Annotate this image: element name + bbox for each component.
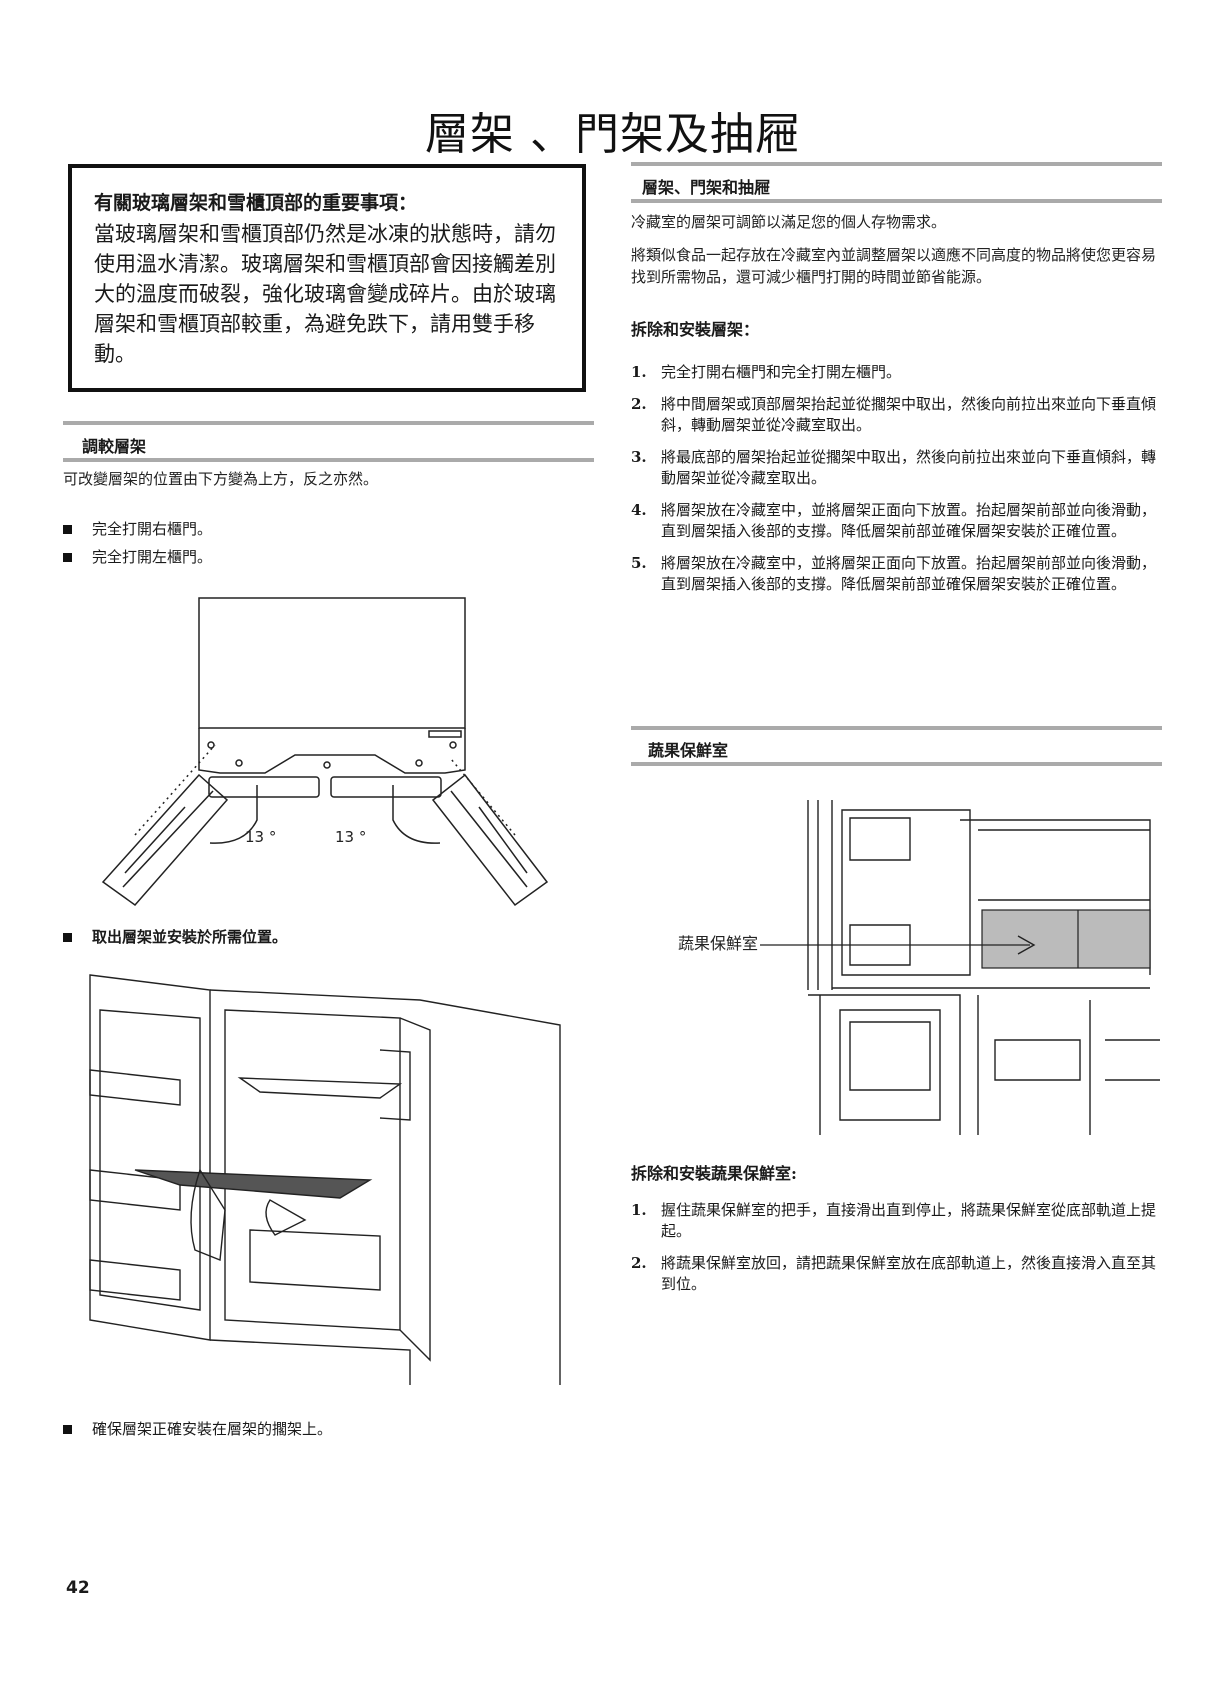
shelves-doors-drawers-heading: 層架、門架和抽屜 bbox=[642, 178, 771, 197]
section-rule bbox=[63, 458, 594, 462]
door-bullets: 完全打開右櫃門。 完全打開左櫃門。 bbox=[63, 518, 583, 568]
list-item: 1.完全打開右櫃門和完全打開左櫃門。 bbox=[631, 363, 902, 381]
shelves-para-1: 冷藏室的層架可調節以滿足您的個人存物需求。 bbox=[631, 213, 947, 231]
section-rule bbox=[631, 162, 1162, 166]
shelves-para-2: 將類似食品一起存放在冷藏室內並調整層架以適應不同高度的物品將使您更容易找到所需物… bbox=[631, 246, 1157, 286]
crisper-drawer-illustration bbox=[760, 800, 1160, 1135]
bullet-item: 完全打開右櫃門。 bbox=[63, 518, 583, 540]
notice-body: 當玻璃層架和雪櫃頂部仍然是冰凍的狀態時，請勿使用溫水清潔。玻璃層架和雪櫃頂部會因… bbox=[94, 222, 556, 366]
fridge-top-view-illustration: 13 ° 13 ° bbox=[101, 597, 549, 907]
bullet-item: 完全打開左櫃門。 bbox=[63, 546, 583, 568]
fridge-shelf-removal-illustration bbox=[89, 974, 561, 1385]
bullet-icon bbox=[63, 1425, 72, 1434]
list-item: 4.將層架放在冷藏室中，並將層架正面向下放置。抬起層架前部並向後滑動，直到層架插… bbox=[631, 501, 1157, 540]
shelf-steps-list: 1.完全打開右櫃門和完全打開左櫃門。 2.將中間層架或頂部層架抬起並從擱架中取出… bbox=[631, 362, 1161, 606]
notice-title: 有關玻璃層架和雪櫃頂部的重要事項： bbox=[94, 192, 418, 214]
section-rule bbox=[63, 421, 594, 425]
list-item: 1.握住蔬果保鮮室的把手，直接滑出直到停止，將蔬果保鮮室從底部軌道上提起。 bbox=[631, 1201, 1157, 1240]
bullet-icon bbox=[63, 525, 72, 534]
adjust-shelves-heading: 調較層架 bbox=[82, 437, 147, 456]
crisper-steps-list: 1.握住蔬果保鮮室的把手，直接滑出直到停止，將蔬果保鮮室從底部軌道上提起。 2.… bbox=[631, 1200, 1161, 1306]
list-item: 5.將層架放在冷藏室中，並將層架正面向下放置。抬起層架前部並向後滑動，直到層架插… bbox=[631, 554, 1157, 593]
section-rule bbox=[631, 726, 1162, 730]
page-number: 42 bbox=[66, 1578, 90, 1598]
angle-label-right: 13 ° bbox=[335, 828, 366, 846]
adjust-intro: 可改變層架的位置由下方變為上方，反之亦然。 bbox=[63, 470, 379, 488]
bullet-icon bbox=[63, 933, 72, 942]
remove-install-crisper-heading: 拆除和安裝蔬果保鮮室: bbox=[631, 1164, 797, 1183]
bullet-icon bbox=[63, 553, 72, 562]
list-item: 2.將中間層架或頂部層架抬起並從擱架中取出，然後向前拉出來並向下垂直傾斜，轉動層… bbox=[631, 395, 1157, 434]
page-title: 層架 、門架及抽屜 bbox=[425, 109, 800, 160]
angle-label-left: 13 ° bbox=[245, 828, 276, 846]
section-rule bbox=[631, 762, 1162, 766]
bullet-remove-shelf: 取出層架並安裝於所需位置。 bbox=[63, 926, 287, 948]
list-item: 2.將蔬果保鮮室放回，請把蔬果保鮮室放在底部軌道上，然後直接滑入直至其到位。 bbox=[631, 1254, 1157, 1293]
important-notice-box: 有關玻璃層架和雪櫃頂部的重要事項： 當玻璃層架和雪櫃頂部仍然是冰凍的狀態時，請勿… bbox=[68, 164, 586, 392]
section-rule bbox=[631, 199, 1162, 203]
bullet-confirm-shelf: 確保層架正確安裝在層架的擱架上。 bbox=[63, 1418, 332, 1440]
crisper-callout-label: 蔬果保鮮室 bbox=[678, 934, 759, 953]
crisper-heading: 蔬果保鮮室 bbox=[648, 741, 729, 760]
remove-install-shelves-heading: 拆除和安裝層架： bbox=[631, 320, 760, 339]
list-item: 3.將最底部的層架抬起並從擱架中取出，然後向前拉出來並向下垂直傾斜，轉動層架並從… bbox=[631, 448, 1157, 487]
